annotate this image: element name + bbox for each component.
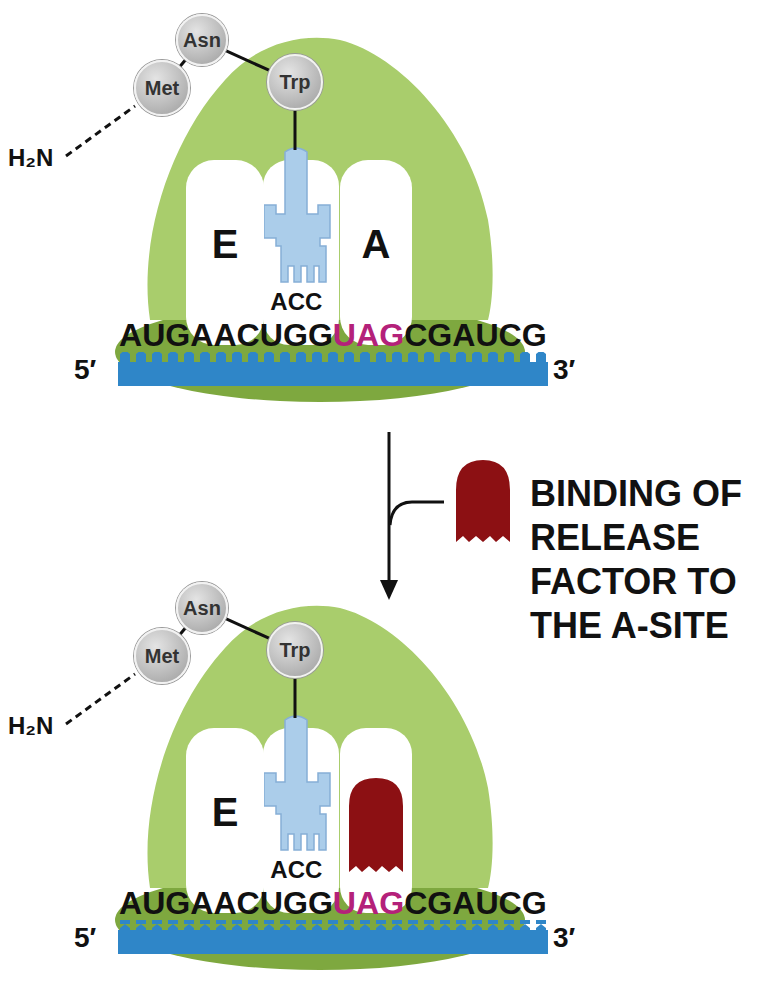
node-label: Trp [279, 639, 310, 662]
amino-acid-circle: Trp [267, 622, 323, 678]
codon-text: AUGAACUGG [119, 319, 333, 351]
node-label: Asn [183, 29, 221, 52]
trna [264, 716, 330, 850]
codon-text: CGAUCG [404, 887, 547, 919]
peptide-bond [180, 628, 185, 635]
release-factor [349, 778, 403, 872]
amino-acid-circle: Asn [176, 582, 228, 634]
node-label: A [362, 222, 391, 267]
n-terminus-label: H₂N [8, 714, 53, 738]
illustration-part [66, 38, 548, 402]
illustration-part [66, 606, 548, 970]
five-prime-end: 5′ [74, 924, 96, 952]
amino-acid-circle: Asn [176, 14, 228, 66]
process-arrow [388, 432, 391, 582]
node-label: Met [145, 77, 179, 100]
codon-text: AUGAACUGG [119, 887, 333, 919]
three-prime-end: 3′ [553, 356, 575, 384]
stop-codon: UAG [333, 887, 404, 919]
node-label: Trp [279, 71, 310, 94]
node-label: Asn [183, 597, 221, 620]
peptide-bond [226, 51, 270, 71]
amino-acid-circle: Met [134, 628, 190, 684]
node-label: E [212, 222, 239, 267]
peptide-bond [226, 619, 270, 639]
anticodon-label: ACC [270, 858, 322, 882]
mrna-sequence: AUGAACUGGUAGCGAUCG [119, 319, 547, 351]
codon-text: CGAUCG [404, 319, 547, 351]
stop-codon: UAG [333, 319, 404, 351]
bond-line [180, 628, 185, 635]
amino-acid-circle: Trp [267, 54, 323, 110]
peptide-bond [180, 60, 185, 67]
node-label: E [212, 790, 239, 835]
bond-line [180, 60, 185, 67]
branch-line [390, 502, 444, 525]
mrna-sequence: AUGAACUGGUAGCGAUCG [119, 887, 547, 919]
n-terminus-link [66, 106, 135, 156]
step-label: BINDING OF RELEASE FACTOR TO THE A-SITE [530, 472, 768, 648]
n-terminus-link [66, 674, 135, 724]
mrna-backbone [118, 362, 548, 386]
node-label: Met [145, 645, 179, 668]
trna-link [294, 111, 297, 150]
a-site [340, 728, 412, 913]
ribosome-site: A [340, 160, 412, 345]
ribosome-site: E [186, 728, 264, 913]
n-terminus-label: H₂N [8, 146, 53, 170]
trna-link [294, 679, 297, 718]
release-factor [456, 460, 510, 542]
anticodon-label: ACC [270, 290, 322, 314]
trna [264, 148, 330, 282]
ribosome-site: E [186, 160, 264, 345]
five-prime-end: 5′ [74, 356, 96, 384]
three-prime-end: 3′ [553, 924, 575, 952]
mrna-backbone [118, 930, 548, 954]
bond-line [226, 51, 270, 71]
bond-line [226, 619, 270, 639]
arrowhead [380, 580, 398, 600]
amino-acid-circle: Met [134, 60, 190, 116]
